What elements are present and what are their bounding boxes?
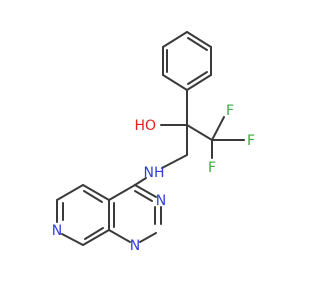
fluorine-label-right: F [247, 133, 255, 149]
bond [162, 31, 188, 48]
bond [161, 154, 188, 169]
bond [186, 31, 212, 48]
bond [82, 229, 110, 246]
bond [56, 184, 84, 201]
bond [134, 184, 157, 198]
bond [82, 184, 110, 201]
bond [134, 190, 153, 202]
bond [108, 229, 131, 243]
bond [187, 71, 208, 85]
hydroxyl-label: HO [134, 118, 156, 134]
bond [187, 37, 208, 51]
amine-label: NH [144, 165, 165, 181]
bond [162, 74, 188, 91]
fluorine-label-top: F [226, 103, 234, 119]
pyridine-n-label: N [52, 223, 62, 239]
bond [139, 232, 157, 243]
bond [186, 124, 213, 141]
bond-lines [56, 31, 245, 246]
bond [108, 184, 136, 201]
bond [84, 227, 104, 240]
fluorine-label-bottom: F [208, 160, 216, 176]
bond [186, 74, 212, 91]
bond [211, 116, 225, 141]
bond [61, 233, 84, 246]
atom-labels: HO F F F NH N N N [52, 103, 255, 254]
molecule-structure: HO F F F NH N N N [52, 31, 255, 254]
pyrimidine-n-bottom-label: N [130, 238, 140, 254]
bond [134, 177, 147, 186]
bond [83, 190, 103, 203]
pyrimidine-n-top-label: N [156, 193, 166, 209]
